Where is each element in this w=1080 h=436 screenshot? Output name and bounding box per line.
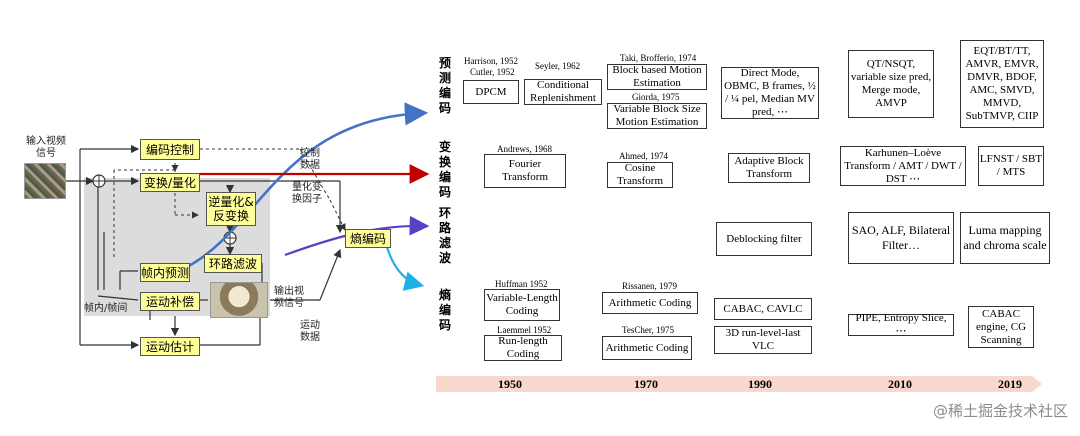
box-deblocking: Deblocking filter bbox=[716, 222, 812, 256]
box-run-level: 3D run-level-last VLC bbox=[714, 326, 812, 354]
output-label: 输出视频信号 bbox=[274, 286, 304, 309]
ref-laemmel: Laemmel 1952 bbox=[497, 325, 552, 335]
motion-est-block: 运动估计 bbox=[140, 337, 200, 356]
box-vl-coding: Variable-Length Coding bbox=[484, 289, 560, 321]
box-qt-nsqt: QT/NSQT, variable size pred, Merge mode,… bbox=[848, 50, 934, 118]
category-entropy: 熵编码 bbox=[438, 288, 451, 332]
year-1950: 1950 bbox=[498, 377, 522, 391]
input-frame-image bbox=[24, 163, 66, 199]
control-data-label: 控制数据 bbox=[300, 148, 320, 171]
box-cosine: Cosine Transform bbox=[607, 162, 673, 188]
ref-tescher: TesCher, 1975 bbox=[622, 325, 675, 335]
ref-cutler: Cutler, 1952 bbox=[470, 67, 515, 77]
timeline-arrow bbox=[436, 376, 1042, 392]
box-cabac-cg: CABAC engine, CG Scanning bbox=[968, 306, 1034, 348]
ref-harrison: Harrison, 1952 bbox=[464, 56, 518, 66]
box-sao: SAO, ALF, Bilateral Filter… bbox=[848, 212, 954, 264]
quant-coeff-label: 量化变换因子 bbox=[292, 182, 322, 205]
box-arith1: Arithmetic Coding bbox=[602, 292, 698, 314]
inverse-quant-block: 逆量化&反变换 bbox=[206, 192, 256, 226]
motion-comp-block: 运动补偿 bbox=[140, 292, 200, 311]
entropy-block: 熵编码 bbox=[345, 229, 391, 248]
ref-andrews: Andrews, 1968 bbox=[497, 144, 552, 154]
ref-taki: Taki, Brofferio, 1974 bbox=[620, 53, 697, 63]
box-block-me: Block based Motion Estimation bbox=[607, 64, 707, 90]
box-fourier: Fourier Transform bbox=[484, 154, 566, 188]
category-loop-filter: 环路滤波 bbox=[438, 206, 451, 265]
box-arith2: Arithmetic Coding bbox=[602, 336, 692, 360]
box-vbs-me: Variable Block Size Motion Estimation bbox=[607, 103, 707, 129]
year-2010: 2010 bbox=[888, 377, 912, 391]
box-klt: Karhunen–Loève Transform / AMT / DWT / D… bbox=[840, 146, 966, 186]
box-pipe: PIPE, Entropy Slice, ⋯ bbox=[848, 312, 954, 337]
reconstructed-frame-image bbox=[210, 282, 268, 318]
category-prediction: 预测编码 bbox=[438, 56, 451, 115]
box-eqt: EQT/BT/TT, AMVR, EMVR, DMVR, BDOF, AMC, … bbox=[960, 40, 1044, 128]
ref-ahmed: Ahmed, 1974 bbox=[619, 151, 668, 161]
input-label: 输入视频信号 bbox=[26, 136, 66, 159]
transform-quant-block: 变换/量化 bbox=[140, 173, 200, 192]
box-cabac-cavlc: CABAC, CAVLC bbox=[714, 298, 812, 320]
box-luma-mapping: Luma mapping and chroma scale bbox=[960, 212, 1050, 264]
box-dpcm: DPCM bbox=[463, 80, 519, 104]
intra-inter-label: 帧内/帧间 bbox=[84, 303, 128, 314]
ref-giorda: Giorda, 1975 bbox=[632, 92, 680, 102]
coding-control-block: 编码控制 bbox=[140, 139, 200, 160]
year-1970: 1970 bbox=[634, 377, 658, 391]
year-1990: 1990 bbox=[748, 377, 772, 391]
motion-data-label: 运动数据 bbox=[300, 320, 320, 343]
watermark: @稀土掘金技术社区 bbox=[932, 402, 1068, 420]
year-2019: 2019 bbox=[998, 377, 1022, 391]
box-run-length: Run-length Coding bbox=[484, 335, 562, 361]
loop-filter-block: 环路滤波 bbox=[204, 254, 262, 273]
box-direct-mode: Direct Mode, OBMC, B frames, ½ / ¼ pel, … bbox=[721, 67, 819, 119]
intra-pred-block: 帧内预测 bbox=[140, 263, 190, 282]
box-lfnst: LFNST / SBT / MTS bbox=[978, 146, 1044, 186]
box-adaptive-block: Adaptive Block Transform bbox=[728, 153, 810, 183]
category-transform: 变换编码 bbox=[438, 140, 451, 199]
ref-huffman: Huffman 1952 bbox=[495, 279, 548, 289]
ref-seyler: Seyler, 1962 bbox=[535, 61, 581, 71]
ref-rissanen: Rissanen, 1979 bbox=[622, 281, 677, 291]
box-conditional-replenishment: Conditional Replenishment bbox=[524, 79, 602, 105]
